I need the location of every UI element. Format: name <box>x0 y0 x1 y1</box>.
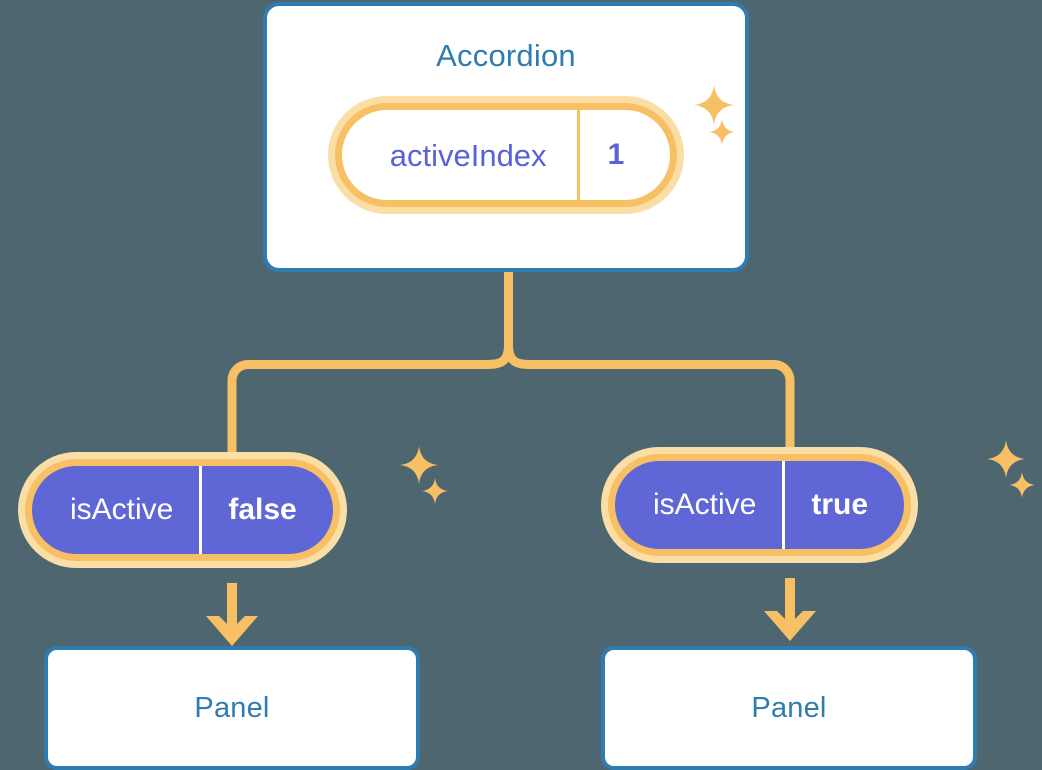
pill-value-label: 1 <box>576 110 671 200</box>
pill-value-label: true <box>782 461 904 549</box>
branch-connector-left <box>227 344 513 466</box>
state-pill-isactive-left[interactable]: isActive false <box>18 452 347 568</box>
pill-key-label: isActive <box>653 488 757 521</box>
pill-body: isActive false <box>32 466 333 554</box>
node-panel-right[interactable]: Panel <box>601 646 977 770</box>
state-pill-isactive-right[interactable]: isActive true <box>601 447 919 563</box>
pill-key-label: isActive <box>70 493 174 526</box>
pill-body: activeIndex 1 <box>341 110 671 200</box>
sparkle-icon <box>422 478 448 504</box>
pill-ring: activeIndex 1 <box>334 103 678 207</box>
pill-halo: isActive true <box>601 447 919 563</box>
pill-body: isActive true <box>615 461 905 549</box>
pill-ring: isActive true <box>608 454 912 556</box>
pill-value-label: false <box>199 466 332 554</box>
arrow-down-icon-left <box>206 583 258 646</box>
pill-halo: activeIndex 1 <box>327 96 685 214</box>
node-panel-left[interactable]: Panel <box>44 646 420 770</box>
arrow-down-icon-right <box>764 578 816 641</box>
node-panel-right-title: Panel <box>751 691 827 724</box>
node-panel-left-title: Panel <box>194 691 270 724</box>
sparkle-icon <box>1009 472 1035 498</box>
node-accordion[interactable]: Accordion activeIndex 1 <box>263 2 749 272</box>
state-pill-activeindex[interactable]: activeIndex 1 <box>327 96 685 214</box>
pill-key-label: activeIndex <box>389 137 547 173</box>
node-accordion-title: Accordion <box>436 38 576 73</box>
pill-halo: isActive false <box>18 452 347 568</box>
pill-ring: isActive false <box>25 459 340 561</box>
sparkle-icon <box>400 446 438 484</box>
sparkle-icon <box>987 440 1025 478</box>
